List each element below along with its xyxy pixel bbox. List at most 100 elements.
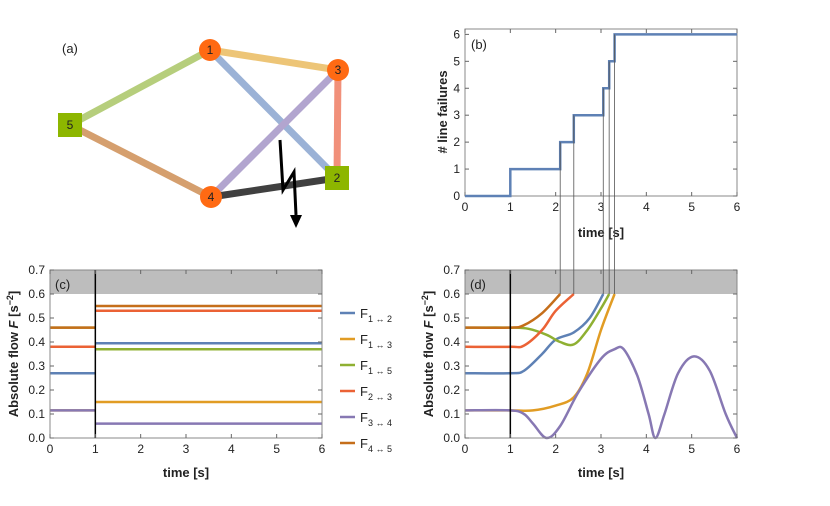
panel-d-xtick-label: 4 [643, 442, 650, 456]
legend-label: F1 ↔ 3 [360, 332, 392, 350]
node-label-1: 1 [207, 43, 214, 57]
panel-d-xtick-label: 5 [688, 442, 695, 456]
edge-1-2 [207, 47, 340, 181]
panel-c-xtick-label: 2 [137, 442, 144, 456]
panel-b-ylabel: # line failures [435, 70, 450, 153]
edge-4-5 [68, 121, 213, 201]
panel-c-ylabel-text: Absolute flow F [s−2] [5, 291, 21, 418]
panel-b-series [465, 33, 737, 198]
legend-label: F1 ↔ 2 [360, 306, 392, 324]
node-3 [327, 59, 349, 81]
panel-b-ytick-label: 1 [453, 162, 460, 176]
panel-label-c: (c) [55, 277, 70, 292]
panel-b-ytick-label: 4 [453, 81, 460, 95]
panel-d-xtick-label: 1 [507, 442, 514, 456]
panel-c-ytick-label: 0.1 [28, 407, 45, 421]
panel-c-ytick-label: 0.3 [28, 359, 45, 373]
panel-c-xlabel: time [s] [163, 465, 209, 480]
panel-d-ytick-label: 0.3 [443, 359, 460, 373]
node-label-3: 3 [335, 63, 342, 77]
panel-c-frame [49, 269, 323, 439]
panel-b-xtick-label: 3 [598, 200, 605, 214]
panel-d-frame [464, 269, 738, 439]
panel-c-series [50, 304, 322, 425]
edge-2-3 [333, 69, 342, 179]
network-edges [68, 46, 342, 201]
panel-c-ytick-label: 0.5 [28, 311, 45, 325]
panel-b-xtick-label: 1 [507, 200, 514, 214]
panel-label-a: (a) [62, 41, 78, 56]
panel-c-xtick-label: 6 [319, 442, 326, 456]
legend-label: F2 ↔ 3 [360, 384, 392, 402]
panel-d-ytick-label: 0.1 [443, 407, 460, 421]
panel-d-ytick-label: 0.6 [443, 287, 460, 301]
panel-label-d: (d) [470, 277, 486, 292]
line-failure-lightning-icon [278, 139, 302, 228]
panel-c-ytick-label: 0.0 [28, 431, 45, 445]
edge-2-4 [210, 174, 338, 201]
legend: F1 ↔ 2 F1 ↔ 3 F1 ↔ 5 F2 ↔ 3 F3 ↔ 4 F4 ↔ 5 [340, 306, 392, 454]
panel-b-xlabel: time [s] [578, 225, 624, 240]
panel-c-xtick-label: 1 [92, 442, 99, 456]
panel-d-ytick-label: 0.0 [443, 431, 460, 445]
panel-d-flow-line [464, 293, 575, 349]
node-4 [200, 186, 222, 208]
panel-b-ytick-label: 0 [453, 189, 460, 203]
panel-c-ylabel: Absolute flow F [s−2] [5, 291, 21, 418]
panel-b-step-line [465, 33, 737, 198]
node-label-4: 4 [208, 190, 215, 204]
panel-d-ylabel: Absolute flow F [s−2] [420, 291, 436, 418]
panel-d-ytick-label: 0.2 [443, 383, 460, 397]
panel-d-xlabel: time [s] [578, 465, 624, 480]
panel-b-ytick-label: 6 [453, 27, 460, 41]
panel-d-xtick-label: 6 [734, 442, 741, 456]
panel-b-ytick-label: 5 [453, 54, 460, 68]
node-1 [199, 39, 221, 61]
panel-d-ytick-label: 0.4 [443, 335, 460, 349]
legend-label: F1 ↔ 5 [360, 358, 392, 376]
panel-d-xtick-label: 3 [598, 442, 605, 456]
panel-b-xtick-label: 5 [688, 200, 695, 214]
panel-b-ytick-label: 2 [453, 135, 460, 149]
panel-c-ytick-label: 0.2 [28, 383, 45, 397]
panel-b-xtick-label: 6 [734, 200, 741, 214]
panel-c-xtick-label: 3 [183, 442, 190, 456]
panel-d-flow-line [465, 293, 616, 413]
edge-1-5 [68, 46, 212, 129]
edge-1-3 [209, 46, 339, 74]
failure-connector-lines [559, 34, 615, 294]
panel-b-xtick-label: 0 [462, 200, 469, 214]
node-2 [325, 166, 349, 190]
panel-c-xtick-label: 0 [47, 442, 54, 456]
panel-d-flow-line [464, 293, 605, 375]
panel-b-failures-chart: (b) 0 1 2 3 4 5 6 0 1 2 3 4 5 6 time [s] # line failu… [435, 27, 741, 240]
panel-c-ytick-label: 0.6 [28, 287, 45, 301]
panel-d-series [464, 293, 739, 440]
panel-c-xtick-label: 5 [273, 442, 280, 456]
panel-b-frame [464, 28, 738, 197]
panel-d-flow-line [464, 293, 562, 330]
panel-d-ylabel-text: Absolute flow F [s−2] [420, 291, 436, 418]
panel-d-flow-line [464, 345, 739, 440]
panel-b-xtick-label: 2 [552, 200, 559, 214]
panel-b-ticks: 0 1 2 3 4 5 6 0 1 2 3 4 5 6 [453, 27, 740, 214]
panel-label-b: (b) [471, 37, 487, 52]
panel-b-xtick-label: 4 [643, 200, 650, 214]
node-label-5: 5 [67, 118, 74, 132]
legend-label: F3 ↔ 4 [360, 410, 392, 428]
panel-d-ytick-label: 0.5 [443, 311, 460, 325]
panel-b-ytick-label: 3 [453, 108, 460, 122]
legend-label: F4 ↔ 5 [360, 436, 392, 454]
panel-c-ytick-label: 0.7 [28, 263, 45, 277]
panel-d-xtick-label: 0 [462, 442, 469, 456]
node-5 [58, 113, 82, 137]
edge-3-4 [208, 67, 341, 200]
panel-c-ytick-label: 0.4 [28, 335, 45, 349]
panel-d-xtick-label: 2 [552, 442, 559, 456]
